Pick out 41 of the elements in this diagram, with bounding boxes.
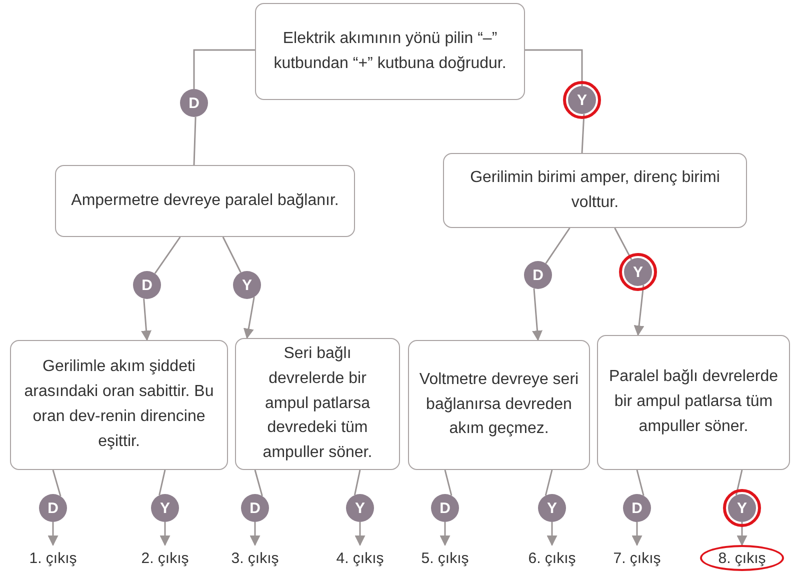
connector-arrow [48, 522, 58, 546]
answer-circle: D [623, 494, 651, 522]
exit-label: 4. çıkış [318, 545, 402, 571]
answer-circle: D [133, 271, 161, 299]
answer-circle: Y [568, 86, 596, 114]
answer-circle: Y [728, 494, 756, 522]
answer-circle: D [241, 494, 269, 522]
answer-circle: D [180, 89, 208, 117]
exit-label: 6. çıkış [510, 545, 594, 571]
connector-arrow [736, 522, 748, 546]
answer-circle: D [39, 494, 67, 522]
statement-box: Elektrik akımının yönü pilin “–” kutbundan “+” kutbuna doğrudur. [255, 3, 525, 100]
answer-circle: Y [624, 258, 652, 286]
connector-arrow [634, 284, 644, 336]
connector-arrow [546, 522, 558, 546]
connector-arrow [440, 522, 450, 546]
connector-arrow [250, 522, 260, 546]
statement-box: Gerilimin birimi amper, direnç birimi volttur. [443, 153, 747, 228]
answer-circle: Y [233, 271, 261, 299]
connector-arrow [632, 522, 642, 546]
connector-arrow [354, 522, 366, 546]
exit-label: 8. çıkış [700, 545, 784, 571]
answer-circle: Y [151, 494, 179, 522]
exit-label: 5. çıkış [403, 545, 487, 571]
connector-arrow [532, 288, 542, 342]
answer-circle: D [524, 261, 552, 289]
statement-box: Ampermetre devreye paralel bağlanır. [55, 165, 355, 237]
statement-box: Voltmetre devreye seri bağlanırsa devreden akım geçmez. [408, 340, 590, 470]
answer-circle: D [431, 494, 459, 522]
exit-label: 1. çıkış [11, 545, 95, 571]
statement-box: Gerilimle akım şiddeti arasındaki oran sabittir. Bu oran dev-renin direncine eşittir. [10, 340, 228, 470]
statement-box: Paralel bağlı devrelerde bir ampul patlarsa tüm ampuller söner. [597, 335, 790, 470]
connector-arrow [243, 296, 255, 340]
answer-circle: Y [346, 494, 374, 522]
connector-arrow [160, 522, 170, 546]
exit-label: 2. çıkış [123, 545, 207, 571]
exit-label: 7. çıkış [595, 545, 679, 571]
answer-circle: Y [538, 494, 566, 522]
statement-box: Seri bağlı devrelerde bir ampul patlarsa devredeki tüm ampuller söner. [235, 338, 400, 470]
exit-label: 3. çıkış [213, 545, 297, 571]
connector-arrow [141, 298, 152, 342]
